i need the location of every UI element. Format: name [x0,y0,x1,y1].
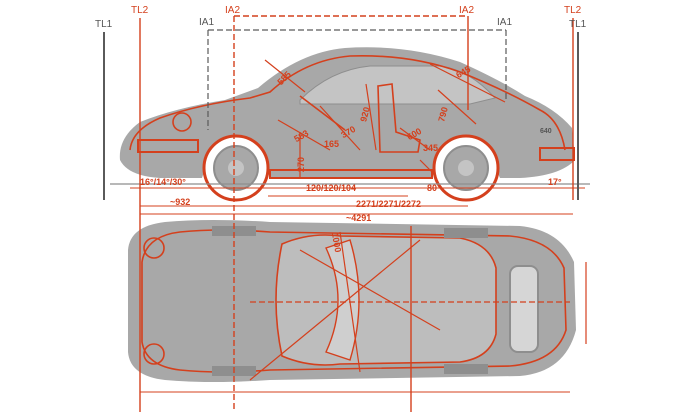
front-bumper [137,139,199,153]
front-headlight [172,112,192,132]
plan-dimension-lines [249,231,570,381]
plan-headlight-right [143,343,165,365]
marker-tl1-right: TL1 [569,19,587,30]
dim-120: 120/120/104 [306,183,357,193]
plan-view [128,220,587,393]
side-body-outline [129,55,566,151]
marker-tl1-left: TL1 [95,19,113,30]
marker-tl2-left: TL2 [131,5,149,16]
front-wheel [202,134,270,202]
dim-165: 165 [324,139,340,149]
dim-angle-rear: 17° [548,177,562,187]
dim-angles-front: 16°/14°/30° [140,177,186,187]
marker-tl2-right: TL2 [564,5,582,16]
dim-932: ~932 [170,197,191,207]
marker-ia2-left: IA2 [225,5,241,16]
dim-270: 270 [296,156,307,173]
rear-bumper [539,147,575,161]
marker-ia1-left: IA1 [199,17,215,28]
plan-headlight-left [143,237,165,259]
dim-80: 80 [427,183,438,193]
dim-4291: ~4291 [346,213,372,223]
plan-body-outline [141,229,567,373]
marker-ia1-right: IA1 [497,17,513,28]
marker-ia2-right: IA2 [459,5,475,16]
plan-engine-grille [509,265,539,353]
dim-640: 640 [540,128,552,135]
side-bottom-dim-lines [140,195,573,215]
side-rocker [269,169,433,179]
seat [377,83,421,153]
plan-rear-wheel-left [444,228,488,238]
steering-column [299,95,346,131]
side-body-silhouette [119,47,575,178]
rear-wheel [432,134,500,202]
dim-2271: 2271/2271/2272 [356,199,422,209]
plan-front-wheel-left [212,226,256,236]
dim-345: 345 [423,143,439,153]
plan-rear-wheel-right [444,364,488,374]
reference-lines [103,15,579,412]
